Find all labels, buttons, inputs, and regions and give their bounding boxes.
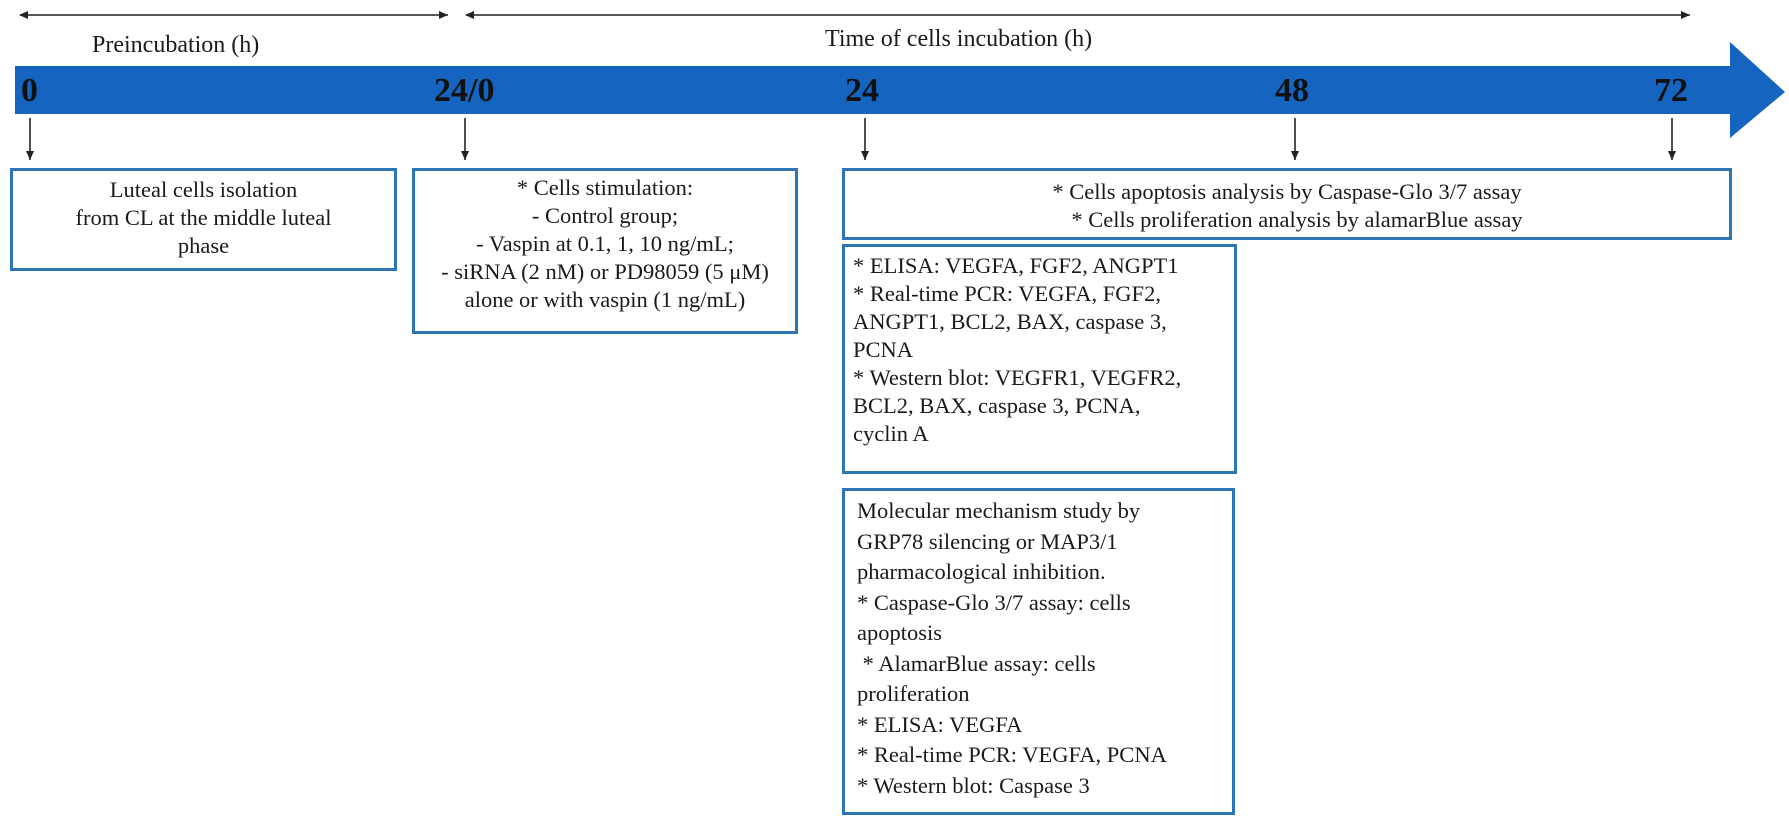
assays-line: * Real-time PCR: VEGFA, FGF2,	[853, 281, 1161, 306]
incubation-label: Time of cells incubation (h)	[825, 26, 1093, 52]
mechanism-line: proliferation	[857, 681, 970, 706]
mechanism-line: * AlamarBlue assay: cells	[857, 650, 1096, 676]
mechanism-line: * Western blot: Caspase 3	[857, 772, 1090, 798]
timeline-arrow	[15, 42, 1785, 138]
isolation-box: Luteal cells isolation from CL at the mi…	[10, 168, 397, 271]
mechanism-line: * Caspase-Glo 3/7 assay: cells	[857, 589, 1131, 615]
stimulation-box: * Cells stimulation: - Control group; - …	[412, 168, 798, 334]
isolation-line: from CL at the middle luteal	[75, 205, 332, 230]
assays-line: * Western blot: VEGFR1, VEGFR2,	[853, 365, 1182, 390]
apoptosis-line: * Cells apoptosis analysis by Caspase-Gl…	[1052, 179, 1522, 204]
mechanism-line: Molecular mechanism study by	[857, 498, 1141, 523]
mechanism-line: apoptosis	[857, 620, 943, 645]
stimulation-line: alone or with vaspin (1 ng/mL)	[464, 287, 746, 312]
assays-line: cyclin A	[853, 421, 929, 446]
tick-label-72: 72	[1654, 72, 1688, 109]
stimulation-line: - Vaspin at 0.1, 1, 10 ng/mL;	[476, 231, 734, 256]
tick-label-24: 24	[845, 72, 879, 109]
tick-label-48: 48	[1275, 72, 1309, 109]
apoptosis-proliferation-box: * Cells apoptosis analysis by Caspase-Gl…	[842, 168, 1732, 240]
mechanism-line: * ELISA: VEGFA	[857, 711, 1023, 737]
stimulation-line: - Control group;	[531, 203, 679, 228]
mechanism-line: * Real-time PCR: VEGFA, PCNA	[857, 742, 1167, 767]
assays-line: ANGPT1, BCL2, BAX, caspase 3,	[853, 309, 1167, 334]
assays-box: * ELISA: VEGFA, FGF2, ANGPT1 * Real-time…	[842, 244, 1237, 474]
apoptosis-line: * Cells proliferation analysis by alamar…	[1071, 207, 1523, 232]
mechanism-line: pharmacological inhibition.	[857, 559, 1106, 584]
assays-line: * ELISA: VEGFA, FGF2, ANGPT1	[853, 253, 1179, 278]
stimulation-line: * Cells stimulation:	[516, 175, 694, 200]
assays-line: BCL2, BAX, caspase 3, PCNA,	[853, 393, 1141, 418]
isolation-line: phase	[177, 233, 230, 258]
tick-label-24-0: 24/0	[434, 72, 495, 109]
assays-line: PCNA	[853, 337, 914, 362]
preincubation-label: Preincubation (h)	[92, 32, 260, 58]
stimulation-line: - siRNA (2 nM) or PD98059 (5 μM)	[441, 259, 769, 284]
tick-label-0: 0	[21, 72, 38, 109]
isolation-line: Luteal cells isolation	[109, 177, 298, 202]
mechanism-line: GRP78 silencing or MAP3/1	[857, 528, 1118, 554]
mechanism-box: Molecular mechanism study by GRP78 silen…	[842, 488, 1235, 815]
